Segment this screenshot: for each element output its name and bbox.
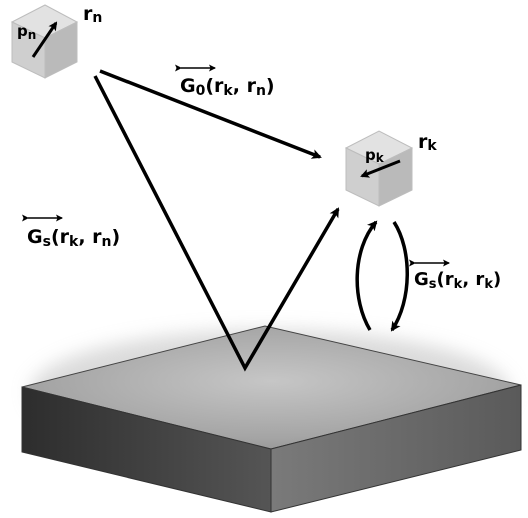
label-r-n: rn bbox=[83, 3, 102, 26]
substrate-slab bbox=[21, 325, 522, 513]
cube-k-right bbox=[378, 147, 413, 207]
self-interaction-left-arc bbox=[355, 220, 378, 331]
gs-kk-text: Gs(rk, rk) bbox=[414, 269, 501, 292]
label-p-k: pk bbox=[365, 146, 385, 165]
reflected-path-arrow bbox=[93, 75, 340, 372]
direct-propagation-arrow bbox=[99, 69, 322, 159]
cube-n-right bbox=[44, 21, 78, 79]
dipole-cube-n: pn bbox=[10, 4, 79, 79]
slab-side-face bbox=[270, 384, 522, 513]
g0-text: G0(rk, rn) bbox=[180, 75, 275, 99]
label-p-n: pn bbox=[17, 22, 36, 42]
label-g0-rk-rn: G0(rk, rn) bbox=[175, 64, 275, 99]
label-gs-rk-rk: Gs(rk, rk) bbox=[409, 259, 501, 292]
dipole-arrow-n bbox=[31, 21, 58, 58]
self-interaction-right-arc bbox=[390, 221, 409, 332]
dipole-cube-k: pk bbox=[344, 130, 414, 207]
dipole-arrow-k bbox=[360, 159, 401, 178]
gs-kn-text: Gs(rk, rn) bbox=[27, 226, 120, 250]
label-r-k: rk bbox=[418, 131, 437, 154]
label-gs-rk-rn: Gs(rk, rn) bbox=[22, 214, 120, 250]
